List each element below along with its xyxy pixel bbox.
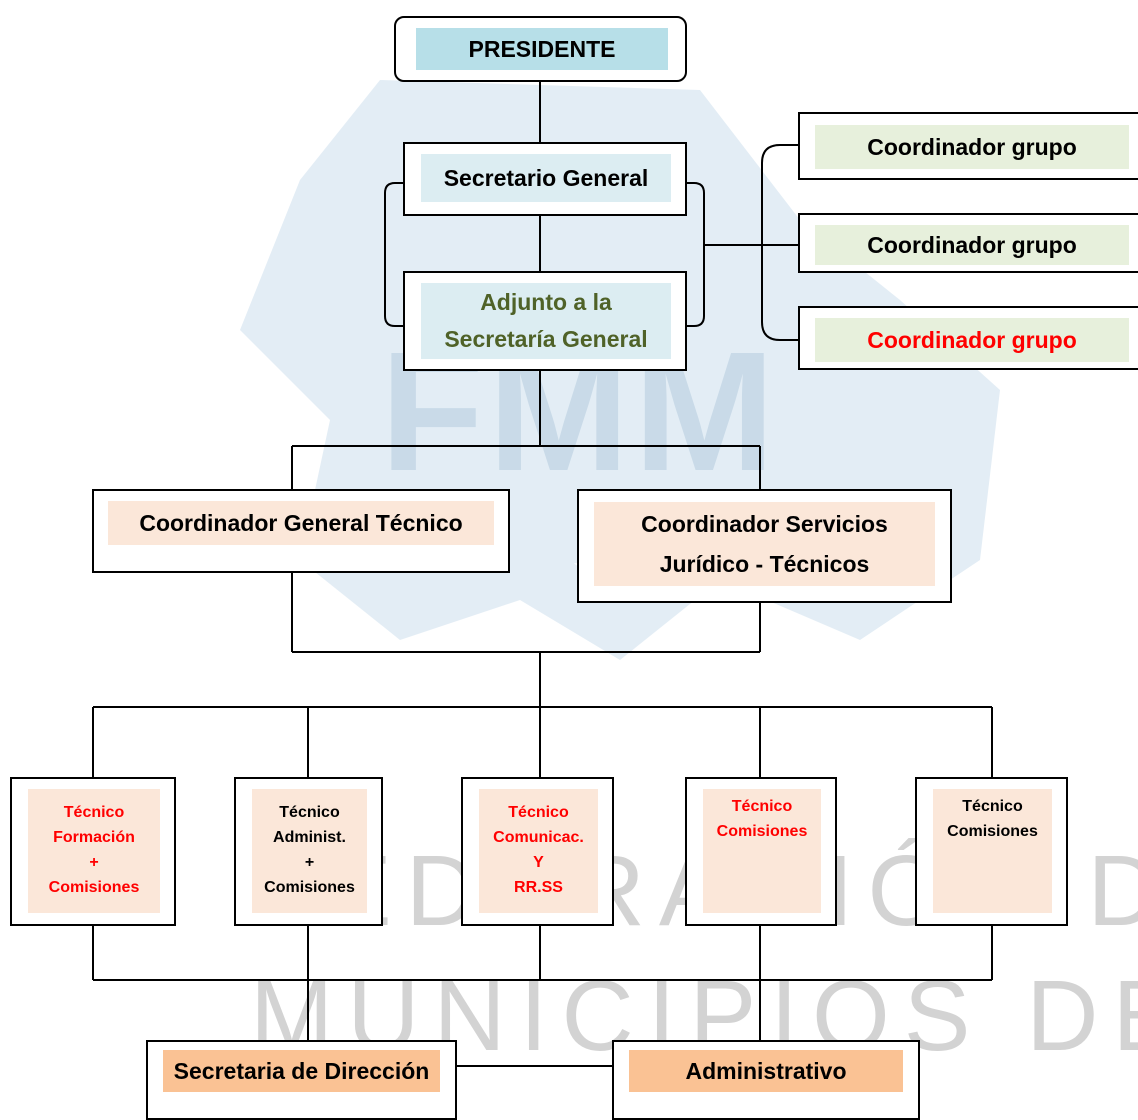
administrative-label: Administrativo (629, 1050, 903, 1092)
technician-commissions-2-line-1: Técnico (962, 798, 1023, 815)
technician-box-communication: Técnico Comunicac. Y RR.SS (461, 777, 614, 926)
technician-admin-line-4: Comisiones (264, 878, 355, 896)
group-coordinator-box-1: Coordinador grupo (798, 112, 1138, 180)
technician-box-commissions-2: Técnico Comisiones (915, 777, 1068, 926)
technician-training-line-2: Formación (53, 829, 135, 847)
technician-training-line-1: Técnico (63, 804, 125, 822)
technician-communication-line-2: Comunicac. (493, 829, 584, 847)
adjunct-box: Adjunto a la Secretaría General (403, 271, 687, 371)
adjunct-label: Adjunto a la Secretaría General (421, 283, 671, 359)
secretary-general-box: Secretario General (403, 142, 687, 216)
technician-communication-line-3: Y (533, 854, 544, 871)
group-coordinator-box-3: Coordinador grupo (798, 306, 1138, 370)
technician-box-commissions-1: Técnico Comisiones (685, 777, 837, 926)
administrative-box: Administrativo (612, 1040, 920, 1120)
technician-communication-line-4: RR.SS (514, 878, 563, 896)
technician-label-commissions-2: Técnico Comisiones (933, 789, 1052, 913)
technician-label-training: Técnico Formación + Comisiones (28, 789, 160, 913)
president-label: PRESIDENTE (416, 28, 668, 70)
technician-box-admin: Técnico Administ. + Comisiones (234, 777, 383, 926)
group-coordinator-label-1: Coordinador grupo (815, 125, 1129, 169)
technician-admin-line-3: + (304, 854, 315, 871)
president-box: PRESIDENTE (394, 16, 687, 82)
technician-admin-line-1: Técnico (279, 804, 340, 822)
technician-label-commissions-1: Técnico Comisiones (703, 789, 821, 913)
general-technical-coordinator-box: Coordinador General Técnico (92, 489, 510, 573)
adjunct-label-line-2: Secretaría General (444, 326, 648, 352)
technician-commissions-2-line-2: Comisiones (947, 822, 1038, 840)
group-coordinator-box-2: Coordinador grupo (798, 213, 1138, 273)
legal-services-coordinator-box: Coordinador Servicios Jurídico - Técnico… (577, 489, 952, 603)
group-coordinator-label-2: Coordinador grupo (815, 225, 1129, 265)
technician-admin-line-2: Administ. (273, 829, 346, 847)
technician-label-admin: Técnico Administ. + Comisiones (252, 789, 367, 913)
group-coordinator-label-3: Coordinador grupo (815, 318, 1129, 362)
legal-services-coordinator-line-2: Jurídico - Técnicos (659, 551, 870, 577)
technician-training-line-4: Comisiones (48, 878, 140, 896)
technician-communication-line-1: Técnico (508, 804, 569, 822)
technician-commissions-1-line-2: Comisiones (716, 822, 808, 840)
legal-services-coordinator-label: Coordinador Servicios Jurídico - Técnico… (594, 502, 935, 586)
legal-services-coordinator-line-1: Coordinador Servicios (641, 510, 888, 537)
technician-label-communication: Técnico Comunicac. Y RR.SS (479, 789, 598, 913)
management-secretary-label: Secretaria de Dirección (163, 1050, 440, 1092)
secretary-general-label: Secretario General (421, 154, 671, 202)
technician-commissions-1-line-1: Técnico (731, 798, 793, 815)
adjunct-label-line-1: Adjunto a la (480, 289, 612, 316)
technician-box-training: Técnico Formación + Comisiones (10, 777, 176, 926)
technician-training-line-3: + (89, 854, 99, 871)
management-secretary-box: Secretaria de Dirección (146, 1040, 457, 1120)
general-technical-coordinator-label: Coordinador General Técnico (108, 501, 494, 545)
